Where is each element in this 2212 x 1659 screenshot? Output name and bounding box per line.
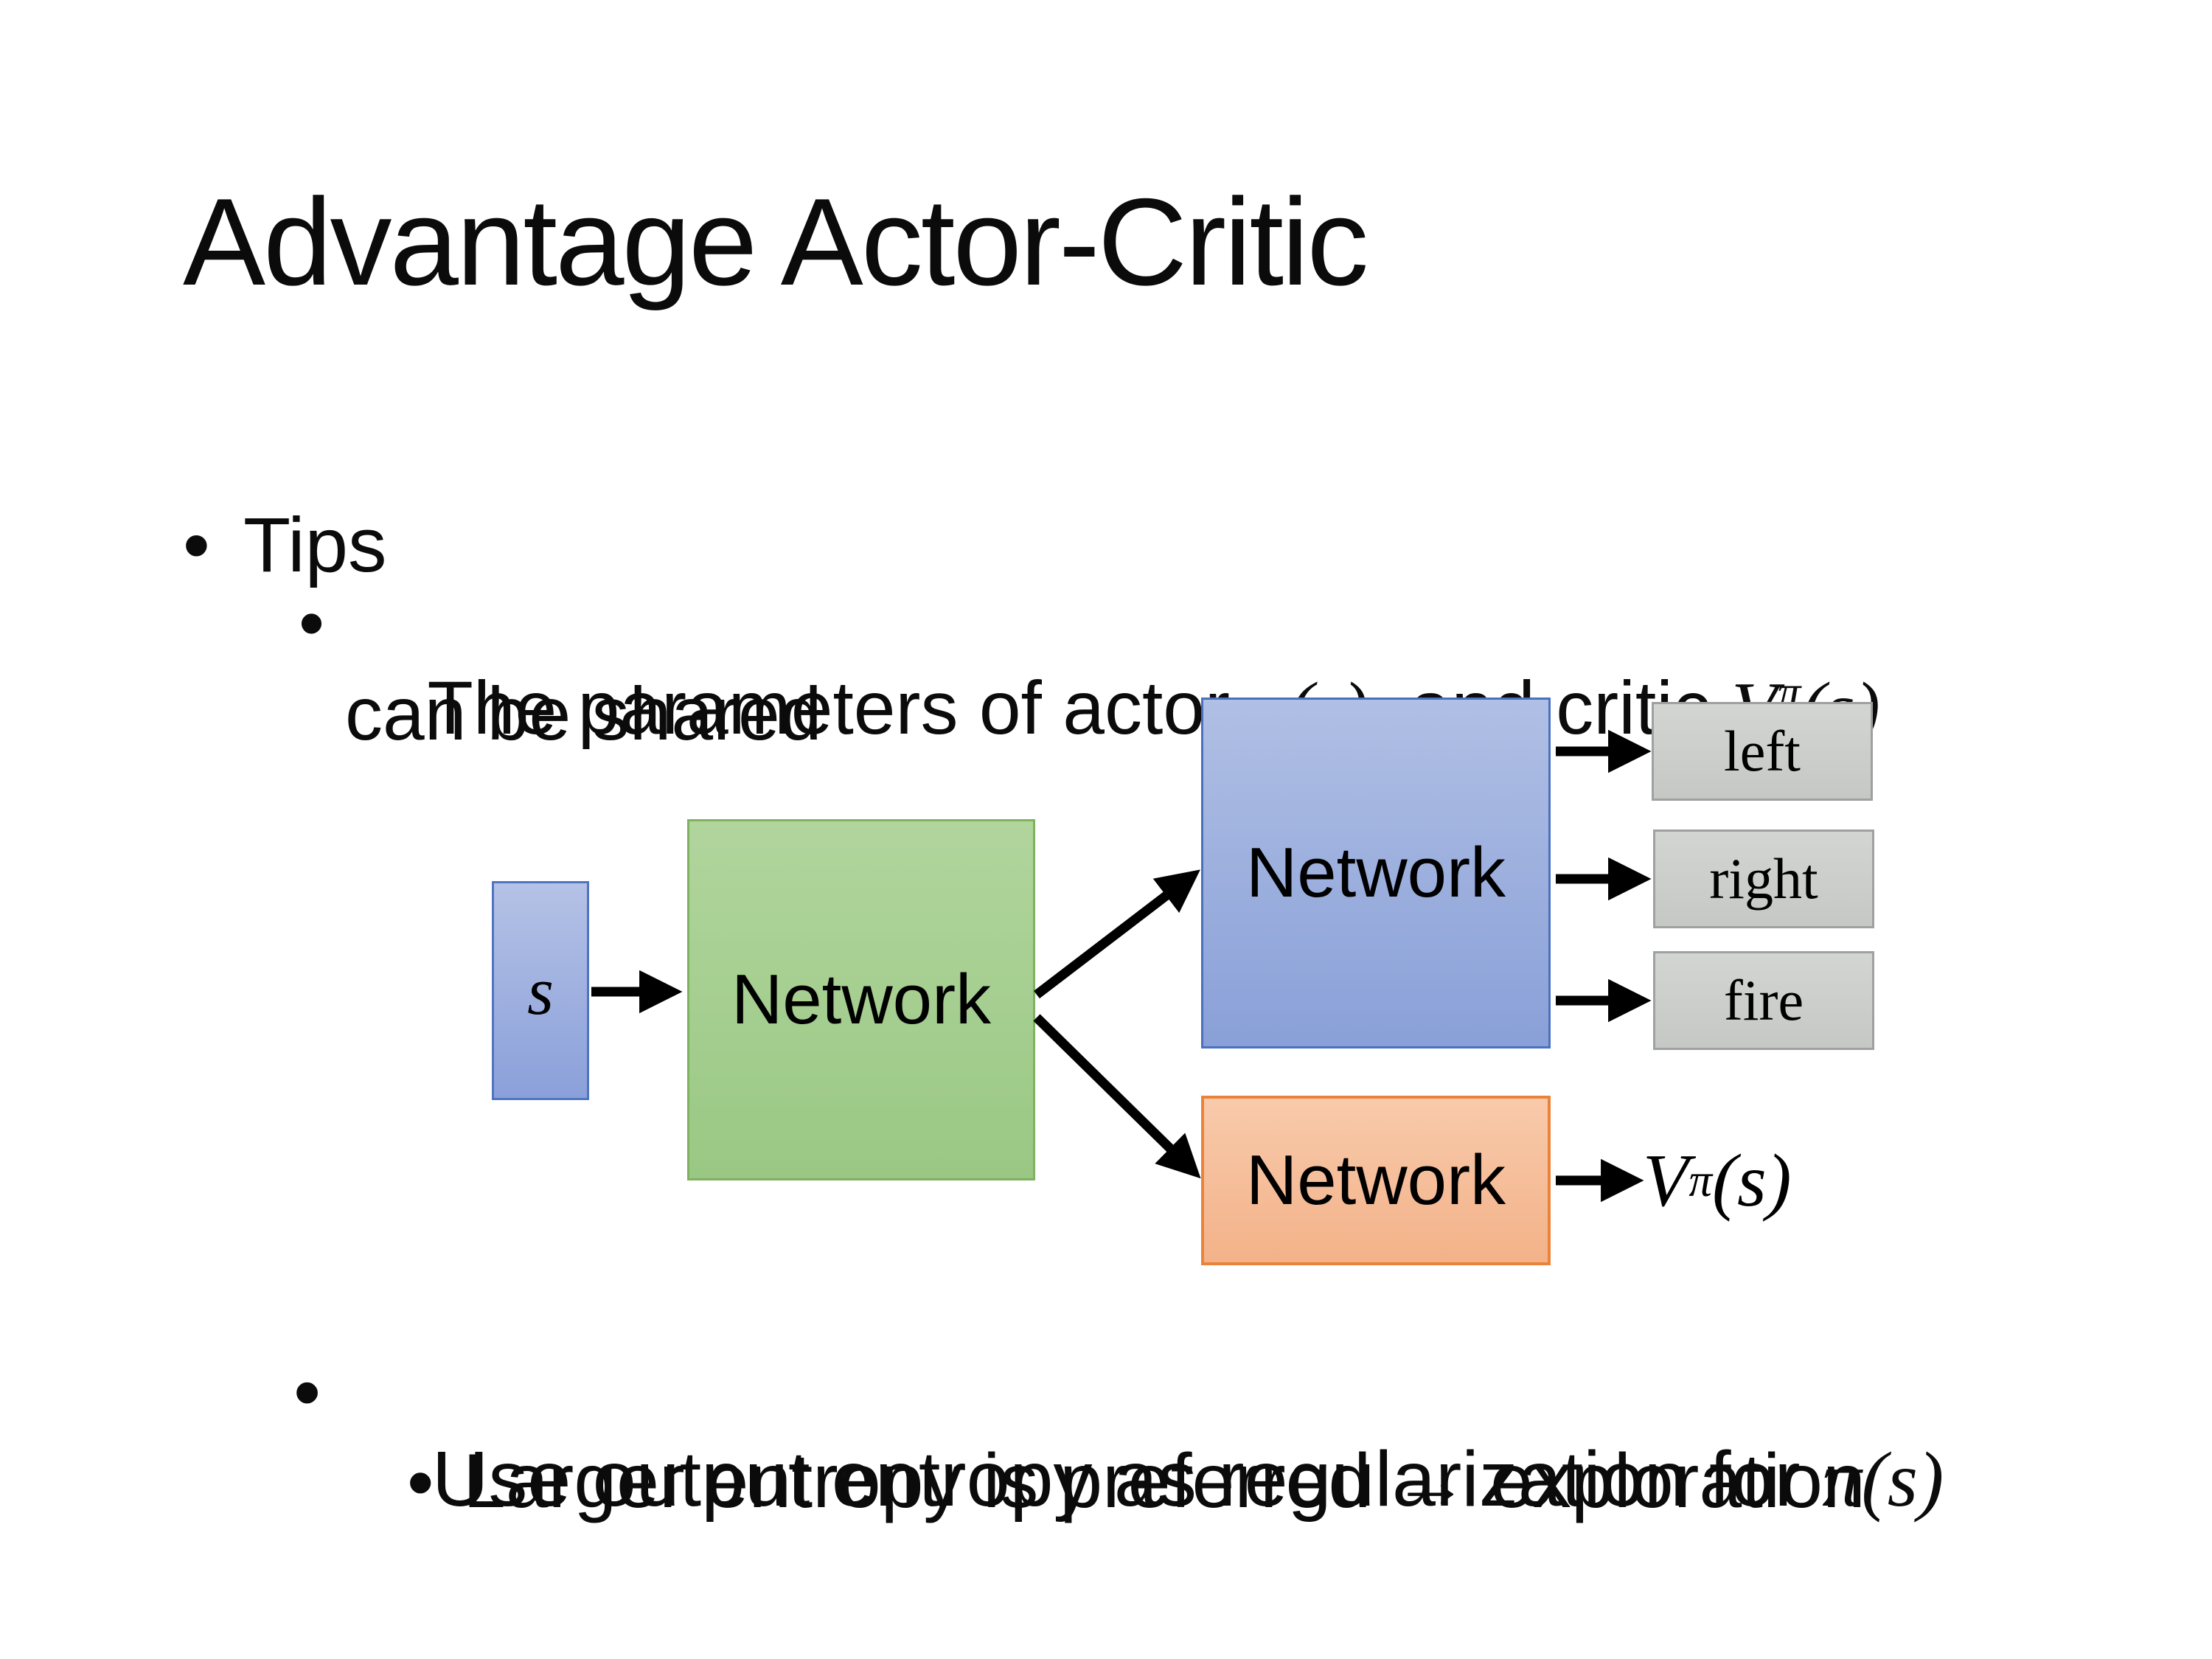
math-pi-s: π(s) — [1822, 1436, 1944, 1523]
action-box-left: left — [1652, 702, 1873, 801]
param-prefix-text: The parameters of actor — [427, 666, 1251, 750]
page-title: Advantage Actor-Critic — [183, 173, 1368, 311]
value-base: V — [1643, 1138, 1689, 1222]
action-box-right: right — [1653, 830, 1874, 928]
actor-network-box: Network — [1201, 698, 1551, 1048]
critic-network-box: Network — [1201, 1096, 1551, 1265]
entropy-prefix-text: Use output entropy as regularization for — [431, 1436, 1823, 1523]
state-label: s — [527, 953, 554, 1029]
bullet-icon: • — [407, 1440, 434, 1526]
bullet-entropy: Use output entropy as regularization for… — [345, 1346, 1944, 1614]
critic-network-label: Network — [1245, 1141, 1506, 1220]
bullet-icon: • — [299, 582, 325, 664]
action-box-fire: fire — [1653, 951, 1874, 1050]
action-fire-label: fire — [1723, 968, 1804, 1032]
shared-network-box: Network — [687, 819, 1035, 1180]
bullet-icon: • — [293, 1349, 321, 1436]
bullet-parameters-line2: can be shared — [345, 672, 822, 756]
state-input-box: s — [492, 881, 589, 1100]
shared-network-label: Network — [731, 960, 992, 1039]
action-left-label: left — [1724, 719, 1801, 783]
action-right-label: right — [1709, 846, 1818, 911]
arrow-shared-to-actor — [1034, 869, 1200, 999]
arrow-shared-to-critic — [1033, 1014, 1201, 1179]
bullet-icon: • — [183, 502, 210, 588]
value-arg: (s) — [1712, 1138, 1792, 1222]
bullet-larger-entropy: Larger entropy is preferred → exploratio… — [463, 1439, 1865, 1524]
actor-network-label: Network — [1245, 833, 1506, 912]
bullet-tips: Tips — [243, 502, 387, 588]
